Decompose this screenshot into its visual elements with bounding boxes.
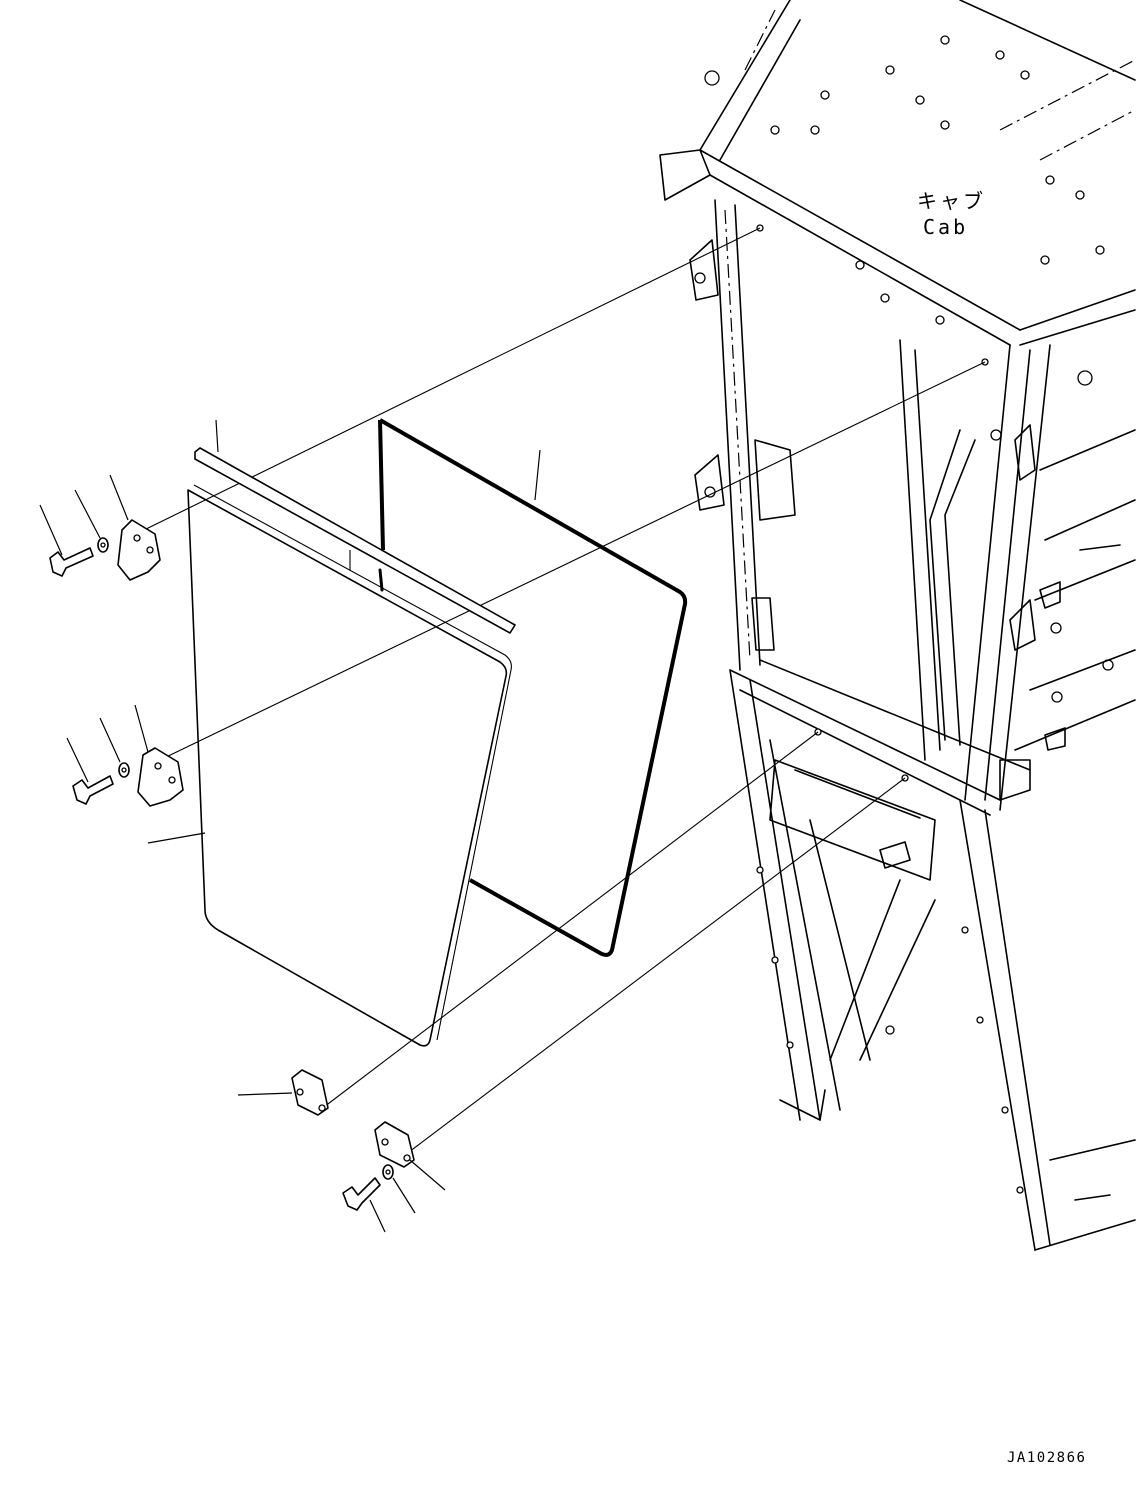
bracket-upper — [117, 519, 161, 581]
bracket-middle — [137, 747, 184, 807]
bolt-lower — [342, 1177, 381, 1211]
bolt-middle — [72, 775, 114, 805]
rubber-seal-strip — [194, 447, 516, 634]
bracket-lower-right — [374, 1121, 415, 1168]
cab-label-jp: キャブ — [917, 189, 986, 213]
washer-lower — [382, 1164, 394, 1180]
bracket-lower-left — [291, 1069, 329, 1116]
rear-glass-pane — [378, 418, 688, 957]
callout-leaders — [39, 419, 541, 1233]
cab-label-en: Cab — [923, 215, 968, 239]
bolt-upper — [49, 547, 94, 577]
assembly-lines — [139, 227, 986, 1156]
front-glass-pane — [187, 484, 512, 1047]
washer-upper — [97, 537, 109, 553]
cab-frame — [659, 0, 1136, 1251]
washer-middle — [118, 762, 130, 778]
drawing-number: JA102866 — [1007, 1450, 1086, 1466]
